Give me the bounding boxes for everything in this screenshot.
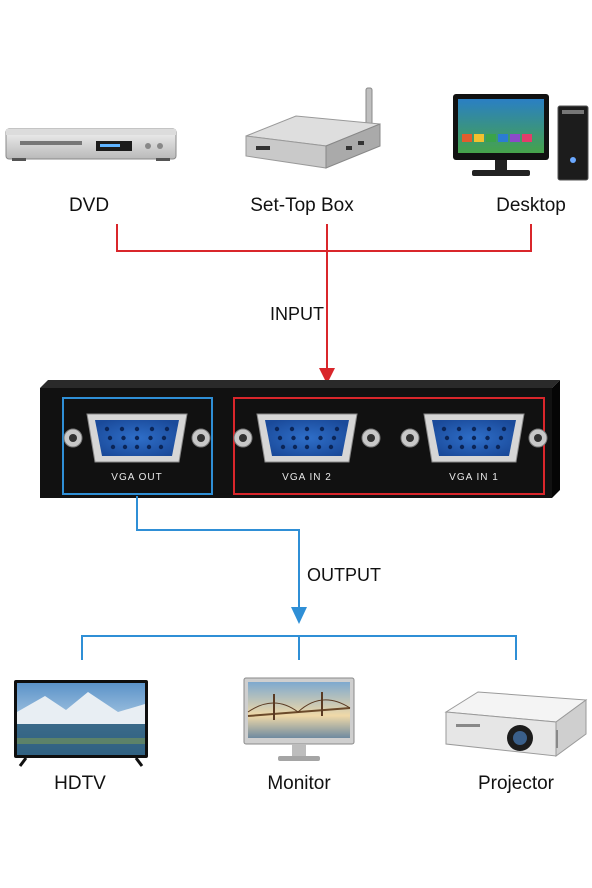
output-flow-label: OUTPUT	[307, 565, 381, 585]
output-port-box	[62, 397, 213, 495]
input-connector-lines	[116, 224, 532, 372]
device-label-hdtv: HDTV	[54, 773, 106, 794]
vga-out-port	[63, 413, 211, 463]
device-label-monitor: Monitor	[267, 773, 331, 794]
vga-in-2-port-label: VGA IN 2	[282, 472, 332, 483]
input-arrowhead	[319, 368, 335, 384]
device-label-dvd: DVD	[68, 195, 110, 216]
monitor-icon	[243, 677, 355, 761]
projector-icon	[444, 691, 588, 757]
dvd-player-icon	[5, 128, 177, 161]
vga-in-1-port-label: VGA IN 1	[449, 472, 499, 483]
hdtv-icon	[14, 680, 148, 767]
device-label-projector: Projector	[477, 773, 555, 794]
desktop-computer-icon	[453, 94, 589, 181]
set-top-box-icon	[245, 87, 381, 169]
vga-in-2-port	[233, 413, 381, 463]
output-connector-lines	[81, 496, 517, 660]
vga-in-1-port	[400, 413, 548, 463]
device-label-desktop: Desktop	[496, 195, 566, 216]
input-flow-label: INPUT	[270, 304, 324, 324]
input-ports-box	[233, 397, 545, 495]
device-label-set-top-box: Set-Top Box	[250, 195, 354, 216]
vga-out-port-label: VGA OUT	[111, 472, 163, 483]
output-arrowhead	[291, 607, 307, 624]
